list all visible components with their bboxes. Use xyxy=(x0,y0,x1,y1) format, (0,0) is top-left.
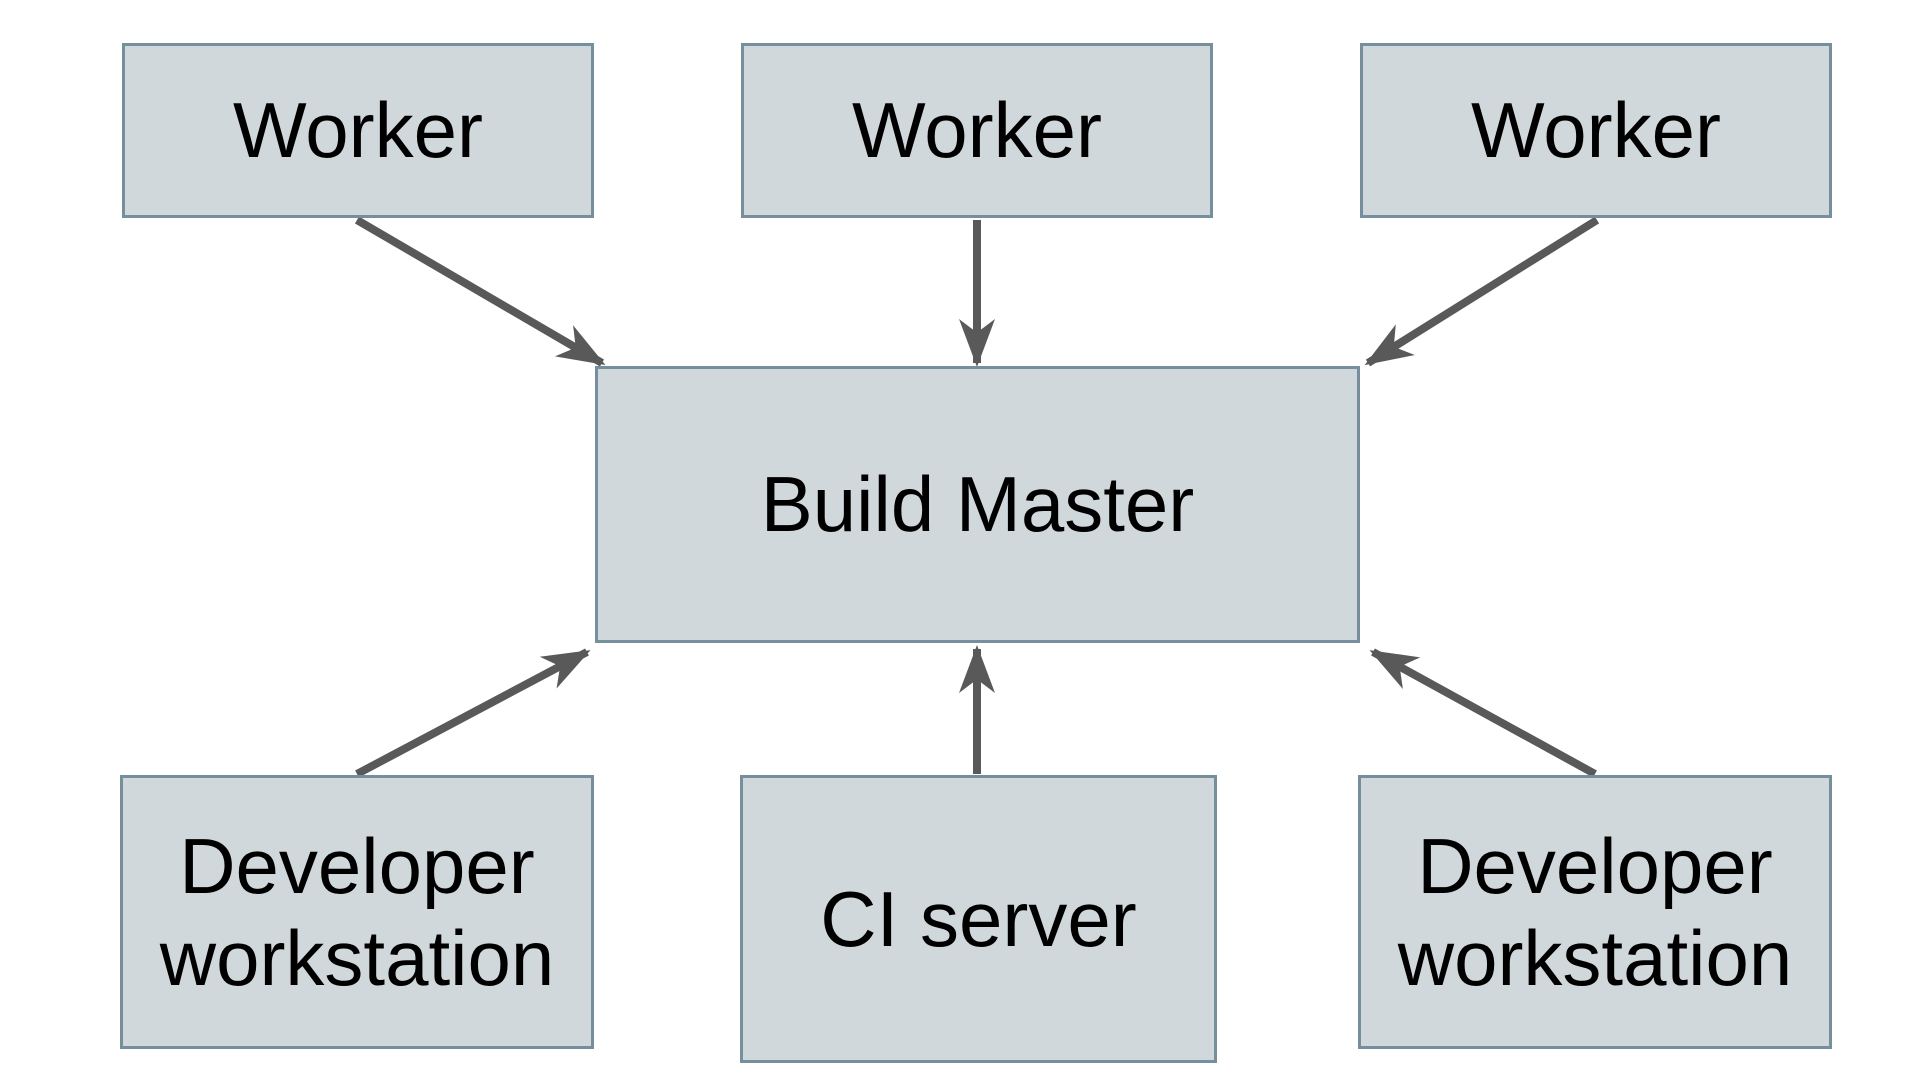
node-worker-3: Worker xyxy=(1360,43,1832,218)
node-build-master: Build Master xyxy=(595,366,1360,643)
node-label: Developer workstation xyxy=(159,821,555,1002)
node-label: Worker xyxy=(1471,86,1721,175)
node-label: Worker xyxy=(233,86,483,175)
node-developer-workstation-right: Developer workstation xyxy=(1358,775,1832,1049)
node-label: Worker xyxy=(852,86,1102,175)
arrow-developer-workstation-left-to-build-master xyxy=(355,648,591,778)
arrow-developer-workstation-right-to-build-master xyxy=(1369,648,1597,778)
node-worker-1: Worker xyxy=(122,43,594,218)
node-label: CI server xyxy=(820,874,1137,963)
node-label: Developer workstation xyxy=(1397,821,1793,1002)
node-developer-workstation-left: Developer workstation xyxy=(120,775,594,1049)
arrow-worker-3-to-build-master xyxy=(1364,216,1600,367)
node-label: Build Master xyxy=(760,460,1195,549)
node-ci-server: CI server xyxy=(740,775,1217,1063)
node-worker-2: Worker xyxy=(741,43,1213,218)
arrow-worker-1-to-build-master xyxy=(354,216,606,367)
